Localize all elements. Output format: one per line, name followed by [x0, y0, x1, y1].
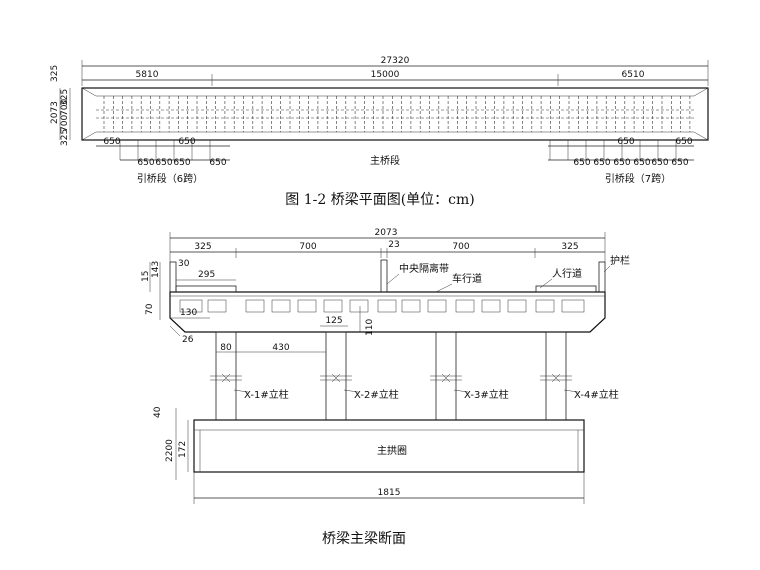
span-label-1: 650	[103, 137, 120, 147]
left-dim-295: 295	[198, 270, 215, 280]
box-girder-cells	[179, 299, 585, 313]
left-sidewalk-slab	[175, 285, 237, 293]
section-caption: 桥梁主梁断面	[322, 531, 406, 547]
columns	[210, 331, 572, 421]
section-dim-700-right: 700	[452, 242, 469, 252]
mid-dim-80: 80	[220, 343, 232, 353]
cross-section: 2073 325 700 23 700 325 中央隔离带 车行道 人行道 护栏…	[141, 228, 630, 547]
girder-cell	[481, 299, 501, 313]
column-label-4: X-4#立柱	[574, 388, 619, 401]
span-label-13: 650	[651, 158, 668, 168]
median-label: 中央隔离带	[399, 262, 449, 275]
left-dim-130: 130	[180, 308, 197, 318]
span-label-12: 650	[633, 158, 650, 168]
approach-right-label: 引桥段（7跨）	[605, 172, 671, 185]
column-break-zigzag	[551, 373, 561, 383]
span-label-9: 650	[573, 158, 590, 168]
girder-cell	[377, 299, 397, 313]
column-break-zigzag	[331, 373, 341, 383]
span-label-2: 650	[178, 137, 195, 147]
sidewalk-slab	[535, 285, 597, 293]
girder-cell	[349, 299, 369, 313]
left-dim-15: 15	[141, 271, 151, 282]
column-label-1: X-1#立柱	[244, 388, 289, 401]
left-dim-143: 143	[151, 261, 161, 278]
section-overall-dim: 2073	[375, 228, 398, 238]
plan-view: 27320 5810 15000 6510 325 2073 325 700 7…	[50, 56, 709, 208]
span-label-7: 650	[617, 137, 634, 147]
column-label-2: X-2#立柱	[354, 388, 399, 401]
sidewalk-label: 人行道	[552, 267, 582, 280]
arch-dim-172: 172	[178, 441, 188, 458]
plan-overall-dim: 27320	[381, 56, 410, 66]
girder-cell	[245, 299, 265, 313]
left-dim-30: 30	[178, 259, 190, 269]
plan-seg-left: 5810	[136, 70, 159, 80]
span-label-11: 650	[613, 158, 630, 168]
column-break-mark	[320, 375, 352, 381]
plan-width-dim-b: 2073	[50, 101, 60, 124]
plan-width-dim-e: 700	[60, 115, 70, 132]
girder-cell	[401, 299, 421, 313]
plan-width-dim-d: 700	[60, 99, 70, 116]
plan-seg-mid: 15000	[371, 70, 400, 80]
column-break-mark	[540, 375, 572, 381]
plan-deck-outline	[81, 87, 709, 141]
right-railing	[598, 261, 606, 293]
section-dim-23: 23	[388, 240, 399, 250]
span-label-3: 650	[137, 158, 154, 168]
span-label-6: 650	[209, 158, 226, 168]
girder-cell	[297, 299, 317, 313]
column-break-mark	[210, 375, 242, 381]
mid-dim-430: 430	[272, 343, 289, 353]
mid-dim-110: 110	[365, 319, 375, 336]
left-dim-26: 26	[182, 335, 194, 345]
main-arch-section	[193, 419, 585, 473]
mid-dim-125: 125	[325, 316, 342, 326]
section-dim-325-left: 325	[194, 242, 211, 252]
girder-cell	[207, 299, 227, 313]
plan-width-dim-f: 325	[60, 129, 70, 146]
girder-cell	[179, 299, 203, 313]
median-barrier	[380, 259, 388, 293]
plan-width-dim-c: 325	[60, 89, 70, 106]
railing-label: 护栏	[610, 254, 630, 267]
span-label-8: 650	[675, 137, 692, 147]
column-break-mark	[430, 375, 462, 381]
arch-dim-40: 40	[153, 406, 163, 418]
plan-caption: 图 1-2 桥梁平面图(单位：cm)	[285, 192, 475, 208]
arch-dim-2200: 2200	[165, 439, 175, 462]
plan-seg-right: 6510	[622, 70, 645, 80]
left-dim-70: 70	[145, 303, 155, 315]
plan-width-dim-a: 325	[50, 65, 60, 82]
girder-cell	[535, 299, 555, 313]
girder-cell	[561, 299, 585, 313]
girder-cell	[455, 299, 475, 313]
span-label-14: 650	[671, 158, 688, 168]
span-label-10: 650	[593, 158, 610, 168]
girder-cell	[507, 299, 527, 313]
main-span-label: 主桥段	[370, 154, 400, 167]
girder-cell	[323, 299, 343, 313]
column-break-zigzag	[441, 373, 451, 383]
lane-label: 车行道	[452, 272, 482, 285]
span-label-5: 650	[173, 158, 190, 168]
arch-label: 主拱圈	[377, 444, 407, 457]
plan-span-marks	[103, 96, 691, 160]
column-break-zigzag	[221, 373, 231, 383]
approach-left-label: 引桥段（6跨）	[137, 172, 203, 185]
column-label-3: X-3#立柱	[464, 388, 509, 401]
section-dim-700-left: 700	[299, 242, 316, 252]
arch-width-dim: 1815	[378, 488, 401, 498]
span-label-4: 650	[155, 158, 172, 168]
section-dim-325-right: 325	[561, 242, 578, 252]
left-railing	[169, 261, 177, 293]
girder-cell	[271, 299, 291, 313]
girder-cell	[427, 299, 447, 313]
